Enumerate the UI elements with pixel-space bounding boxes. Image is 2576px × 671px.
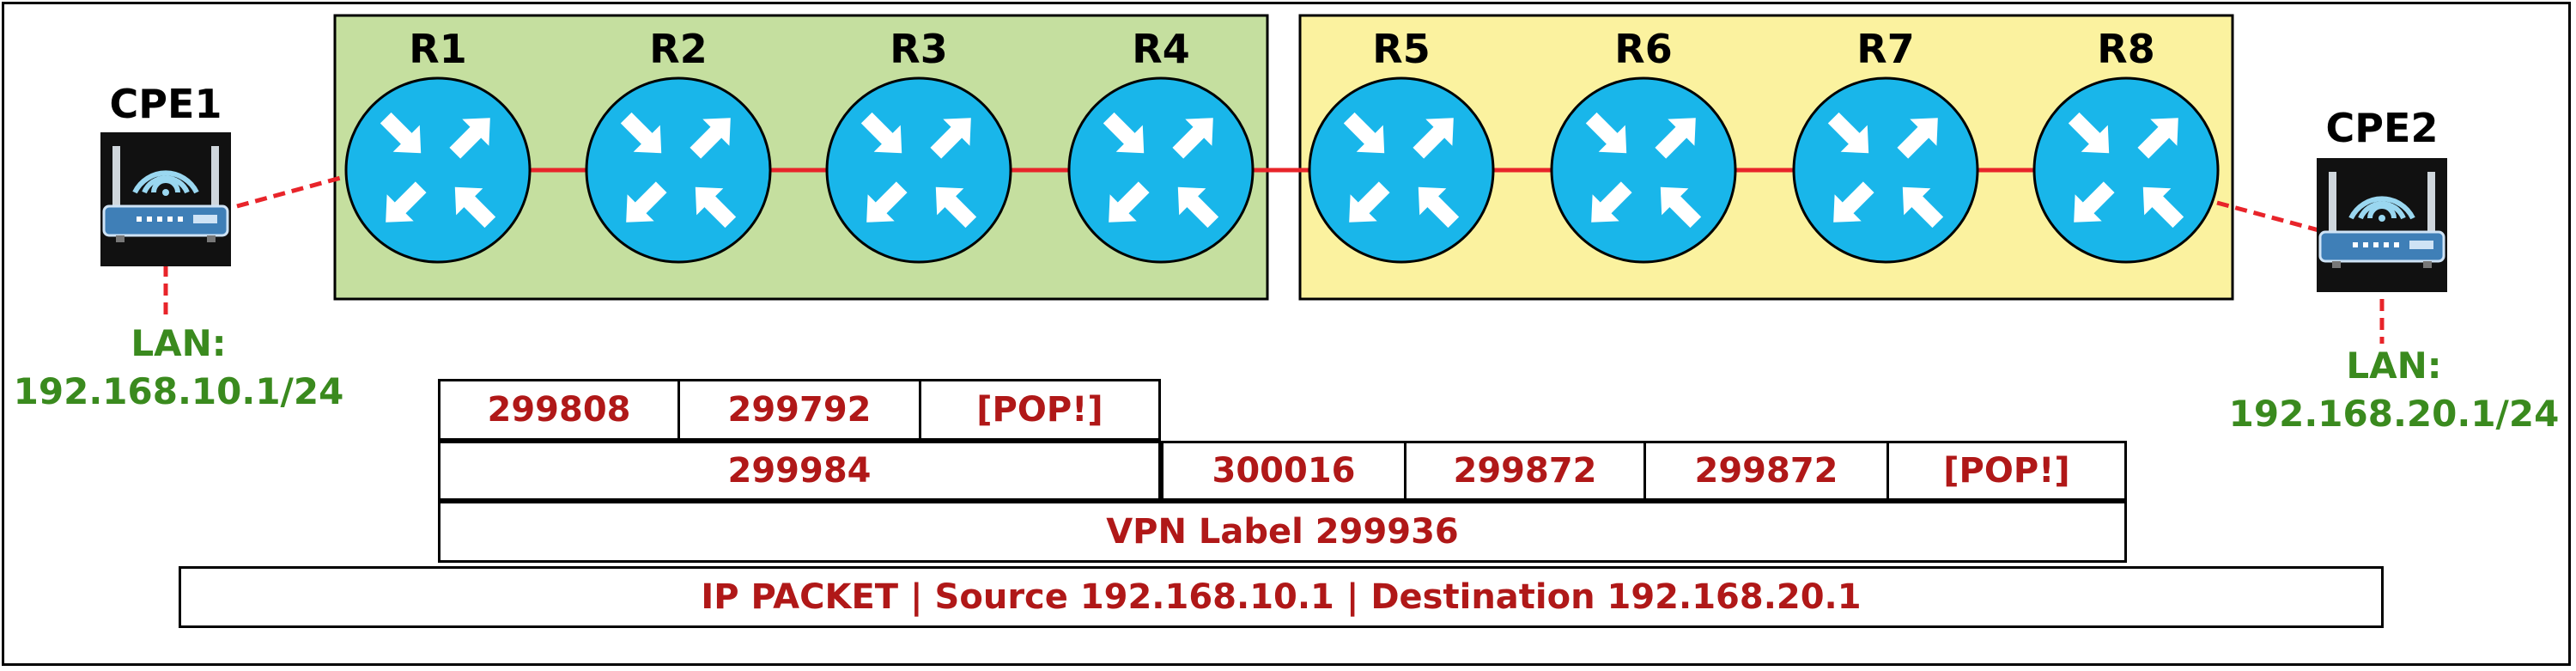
label-box-left-bottom: 299984 (438, 441, 1161, 501)
label-box-right-2: 299872 (1404, 441, 1646, 501)
router-r2-icon (586, 78, 770, 262)
router-r5-icon (1309, 78, 1493, 262)
router-r3-label: R3 (890, 26, 948, 72)
label-box-left-top-3: [POP!] (919, 379, 1161, 441)
cpe1-wifi-router-icon (100, 132, 231, 266)
vpn-label-box: VPN Label 299936 (438, 501, 2127, 563)
router-r5-label: R5 (1372, 26, 1431, 72)
cpe2-label: CPE2 (2325, 105, 2439, 151)
label-box-right-3: 299872 (1643, 441, 1889, 501)
router-r2-label: R2 (649, 26, 708, 72)
router-r4-icon (1069, 78, 1253, 262)
router-r1-icon (346, 78, 530, 262)
router-r7-icon (1794, 78, 1978, 262)
router-r7-label: R7 (1856, 26, 1915, 72)
label-box-left-top-1: 299808 (438, 379, 680, 441)
cpe1-label: CPE1 (109, 81, 222, 127)
cpe2-lan-title: LAN: (2346, 345, 2442, 387)
ip-packet-box: IP PACKET | Source 192.168.10.1 | Destin… (179, 566, 2384, 628)
link-cpe1-r1 (236, 174, 348, 209)
cpe2-wifi-router-icon (2317, 158, 2447, 292)
router-r4-label: R4 (1132, 26, 1190, 72)
label-box-left-top-2: 299792 (677, 379, 921, 441)
cpe1-lan-label: LAN: 192.168.10.1/24 (14, 320, 344, 416)
router-r6-label: R6 (1614, 26, 1673, 72)
router-r8-icon (2034, 78, 2218, 262)
router-r8-label: R8 (2097, 26, 2155, 72)
router-r6-icon (1552, 78, 1735, 262)
cpe1-lan-title: LAN: (131, 322, 227, 364)
label-box-right-1: 300016 (1161, 441, 1406, 501)
cpe1-lan-subnet: 192.168.10.1/24 (13, 370, 344, 412)
cpe2-lan-subnet: 192.168.20.1/24 (2228, 393, 2560, 435)
router-r1-label: R1 (409, 26, 467, 72)
label-box-right-4: [POP!] (1886, 441, 2127, 501)
router-r3-icon (827, 78, 1011, 262)
cpe2-lan-label: LAN: 192.168.20.1/24 (2229, 342, 2560, 438)
